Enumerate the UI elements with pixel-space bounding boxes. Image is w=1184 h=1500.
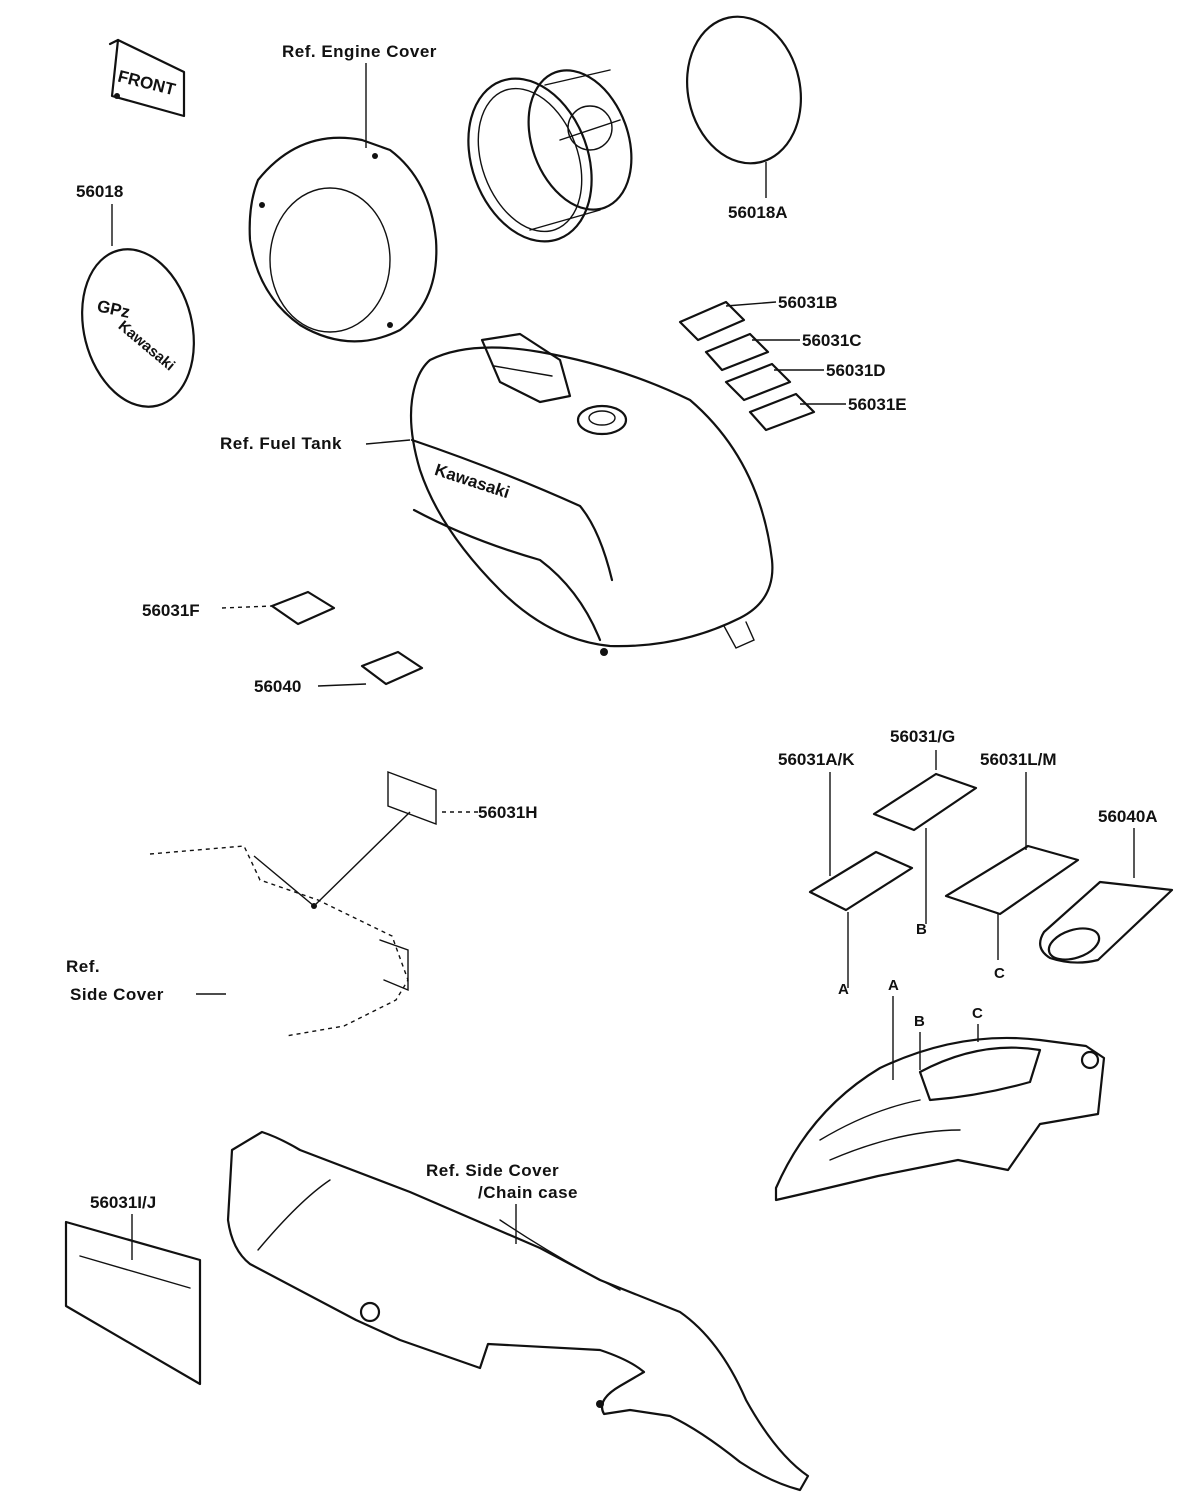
part-56031F-label: 56031F [142, 601, 200, 620]
front-decal: FRONT [108, 38, 186, 118]
side-cover [149, 845, 409, 1037]
part-56031AK-label: 56031A/K [778, 750, 855, 769]
part-56018A-shape [686, 15, 802, 165]
emblem-subtext: Kawasaki [115, 317, 178, 374]
part-56031LM-label: 56031L/M [980, 750, 1057, 769]
decal-56031H [387, 770, 437, 826]
ref-engine-cover-label: Ref. Engine Cover [282, 42, 437, 61]
front-decal-text: FRONT [116, 67, 178, 100]
part-56018-label: 56018 [76, 182, 123, 201]
part-56031IJ-label: 56031I/J [90, 1193, 156, 1212]
ref-side-cover-label-1: Ref. [66, 957, 100, 976]
marker-a-low: A [888, 977, 899, 994]
part-56031H-arrow [313, 811, 411, 907]
ref-fuel-tank-label: Ref. Fuel Tank [220, 434, 342, 453]
marker-c-top: C [994, 965, 1005, 982]
decal-56040 [360, 650, 424, 686]
part-56040A-label: 56040A [1098, 807, 1158, 826]
engine-cover-gasket [248, 136, 438, 343]
part-56031B-label: 56031B [778, 293, 838, 312]
decal-56031D [724, 362, 824, 402]
decal-56031G [872, 772, 978, 832]
cover-ring-assembly [467, 69, 633, 243]
marker-b-top: B [916, 921, 927, 938]
ref-chain-case-label-1: Ref. Side Cover [426, 1161, 559, 1180]
part-56031F-leader [221, 605, 273, 609]
part-56031C-label: 56031C [802, 331, 862, 350]
ref-side-cover-label-2: Side Cover [70, 985, 164, 1004]
gpz-emblem: GPz Kawasaki [81, 248, 195, 408]
decal-56040A [1039, 880, 1174, 964]
ref-chain-case-label-2: /Chain case [478, 1183, 578, 1202]
ref-fuel-tank-leader [365, 439, 411, 445]
decal-56031AK [808, 850, 914, 912]
decal-56031IJ [64, 1220, 202, 1386]
tank-brand-text: Kawasaki [432, 460, 512, 502]
part-56031H-label: 56031H [478, 803, 538, 822]
part-56031E-label: 56031E [848, 395, 907, 414]
part-56018A-label: 56018A [728, 203, 788, 222]
part-56031D-label: 56031D [826, 361, 886, 380]
marker-a-top: A [838, 981, 849, 998]
decal-56031F [270, 590, 336, 626]
chain-case [226, 1130, 810, 1492]
decal-56031C [704, 332, 800, 372]
part-56031G-label: 56031/G [890, 727, 955, 746]
decal-56031LM [944, 844, 1080, 916]
rear-seat-cowl [774, 1036, 1106, 1202]
part-56040-label: 56040 [254, 677, 301, 696]
fuel-tank: Kawasaki [409, 332, 774, 656]
marker-b-low: B [914, 1013, 925, 1030]
part-56040-leader [317, 683, 367, 687]
marker-c-low: C [972, 1005, 983, 1022]
decal-56031B [678, 300, 777, 342]
decal-56031E [748, 392, 846, 432]
